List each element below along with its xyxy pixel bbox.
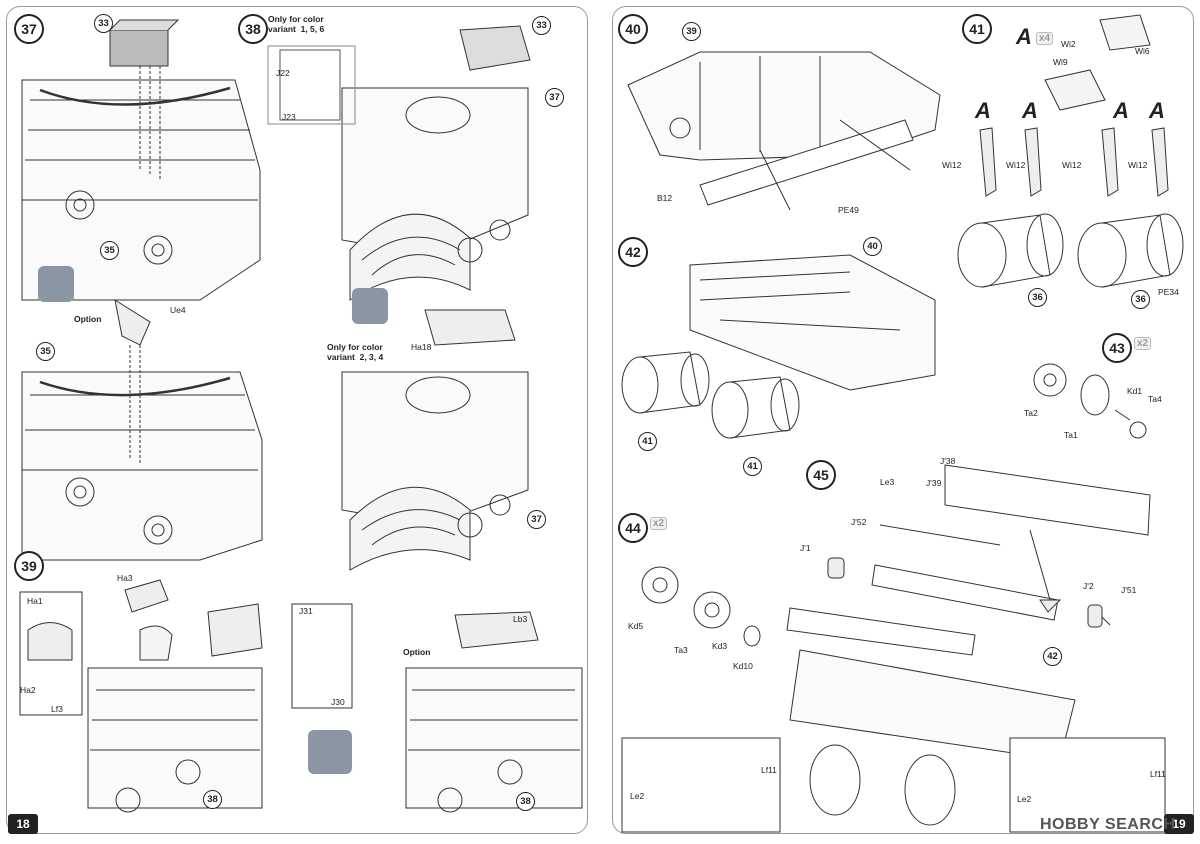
part-label: Wi12	[942, 160, 962, 170]
watermark-logo: HOBBY SEARCH	[1040, 816, 1176, 833]
callout-33: 33	[532, 16, 551, 35]
rotate-direction-icon	[308, 730, 352, 774]
callout-42: 42	[1043, 647, 1062, 666]
part-label: Ta3	[674, 645, 688, 655]
part-label: Le3	[880, 477, 895, 487]
page-left	[6, 6, 588, 834]
part-label: J'1	[800, 543, 811, 553]
part-label: J'2	[1083, 581, 1094, 591]
part-label: Wi12	[1006, 160, 1026, 170]
callout-37: 37	[545, 88, 564, 107]
multiplier-43-x2: x2	[1134, 337, 1152, 350]
part-label: Kd3	[712, 641, 728, 651]
part-label: Ha2	[20, 685, 36, 695]
part-label: Le2	[1017, 794, 1032, 804]
step-42-number: 42	[618, 237, 648, 267]
callout-41: 41	[638, 432, 657, 451]
step-45-number: 45	[806, 460, 836, 490]
subassembly-a-label: A	[1016, 24, 1032, 49]
option-label: Option	[74, 314, 102, 324]
step-39-number: 39	[14, 551, 44, 581]
callout-35: 35	[100, 241, 119, 260]
part-label: Kd1	[1127, 386, 1143, 396]
multiplier-a-x4: x4	[1036, 32, 1054, 45]
part-label: Wi6	[1135, 46, 1150, 56]
subassembly-a-label: A	[1022, 98, 1038, 123]
color-variant-note: Only for color variant 2, 3, 4	[327, 342, 384, 362]
part-label: Lf3	[51, 704, 63, 714]
part-label: Ta4	[1148, 394, 1162, 404]
part-label: Wi12	[1128, 160, 1148, 170]
step-40-number: 40	[618, 14, 648, 44]
part-label: Ta1	[1064, 430, 1078, 440]
color-variant-note: Only for color variant 1, 5, 6	[268, 14, 325, 34]
part-label: Ha1	[27, 596, 43, 606]
part-label: J23	[282, 112, 296, 122]
subassembly-a-label: A	[975, 98, 991, 123]
callout-40: 40	[863, 237, 882, 256]
part-label: PE49	[838, 205, 859, 215]
callout-33: 33	[94, 14, 113, 33]
part-label: J30	[331, 697, 345, 707]
page-number-right: 19	[1164, 814, 1194, 834]
step-43-number: 43	[1102, 333, 1132, 363]
part-label: Lf11	[1150, 769, 1166, 779]
part-label: J'39	[926, 478, 942, 488]
subassembly-a-label: A	[1113, 98, 1129, 123]
subassembly-a-label: A	[1149, 98, 1165, 123]
part-label: Wi2	[1061, 39, 1076, 49]
part-label: Wi12	[1062, 160, 1082, 170]
callout-36: 36	[1131, 290, 1150, 309]
step-44-number: 44	[618, 513, 648, 543]
part-label: Kd10	[733, 661, 753, 671]
callout-41: 41	[743, 457, 762, 476]
part-label: Lb3	[513, 614, 528, 624]
step-37-number: 37	[14, 14, 44, 44]
part-label: Ue4	[170, 305, 186, 315]
option-label: Option	[403, 647, 431, 657]
multiplier-44-x2: x2	[650, 517, 668, 530]
part-label: Ha18	[411, 342, 432, 352]
flip-over-icon	[38, 266, 74, 302]
part-label: J22	[276, 68, 290, 78]
flip-over-icon	[352, 288, 388, 324]
part-label: Wi9	[1053, 57, 1068, 67]
part-label: Lf11	[761, 765, 777, 775]
callout-38: 38	[203, 790, 222, 809]
callout-35: 35	[36, 342, 55, 361]
part-label: B12	[657, 193, 673, 203]
callout-37: 37	[527, 510, 546, 529]
part-label: Le2	[630, 791, 645, 801]
callout-39: 39	[682, 22, 701, 41]
part-label: J'51	[1121, 585, 1137, 595]
step-41-number: 41	[962, 14, 992, 44]
part-label: Ta2	[1024, 408, 1038, 418]
part-label: Kd5	[628, 621, 644, 631]
part-label: J'52	[851, 517, 867, 527]
step-38-number: 38	[238, 14, 268, 44]
part-label: J'38	[940, 456, 956, 466]
page-number-left: 18	[8, 814, 38, 834]
page-right	[612, 6, 1194, 834]
part-label: Ha3	[117, 573, 133, 583]
part-label: J31	[299, 606, 313, 616]
part-label: PE34	[1158, 287, 1179, 297]
callout-38: 38	[516, 792, 535, 811]
callout-36: 36	[1028, 288, 1047, 307]
